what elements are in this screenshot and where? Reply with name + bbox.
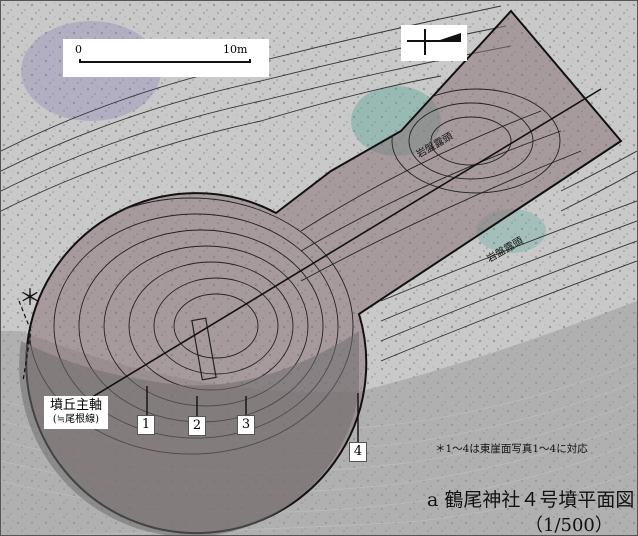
burial-pit: [191, 317, 217, 381]
section-marker-3: 3: [237, 415, 255, 435]
asterisk-mark: ＊: [19, 286, 42, 311]
section-marker-2: 2: [188, 416, 206, 436]
scale-line: [79, 59, 251, 63]
mound-axis-line: [60, 88, 602, 417]
scale-start-label: 0: [75, 43, 82, 56]
scale-ratio: （1/500）: [525, 515, 613, 536]
figure-title: a 鶴尾神社４号墳平面図: [427, 489, 635, 511]
section-marker-4: 4: [349, 442, 367, 462]
north-arrow-icon: [401, 25, 467, 61]
footnote: ＊1～4は東崖面写真1～4に対応: [435, 443, 588, 455]
axis-label-box: 墳丘主軸 (≒尾根線): [44, 396, 109, 429]
section-marker-1: 1: [137, 415, 155, 435]
axis-label: 墳丘主軸: [50, 398, 103, 413]
axis-sublabel: (≒尾根線): [52, 414, 100, 426]
scale-end-label: 10m: [223, 43, 248, 56]
scale-bar: 0 10m: [63, 39, 269, 77]
cliff-edge: [18, 300, 32, 382]
